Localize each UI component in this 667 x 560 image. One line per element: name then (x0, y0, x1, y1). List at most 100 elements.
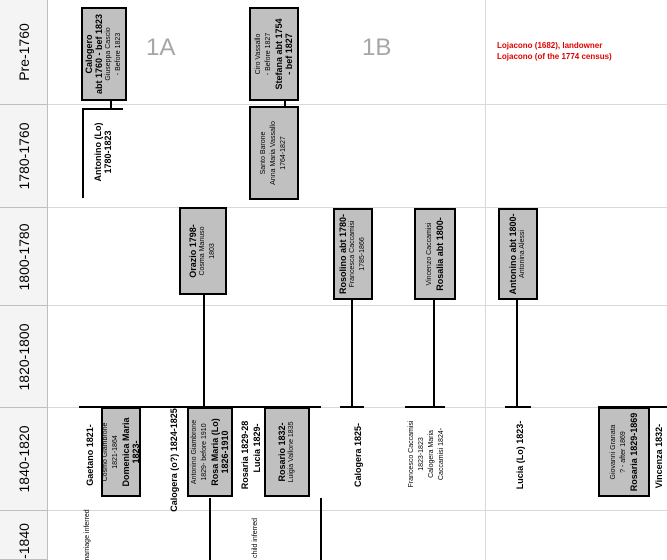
person-box-calogero[interactable]: Calogero abt 1760 - bef 1823 Giuseppa Ca… (81, 7, 127, 101)
person-dates: abt 1760 - bef 1823 (94, 13, 104, 95)
person-label-vincenza[interactable]: Vincenza 1832- (654, 424, 664, 488)
connector-line (433, 298, 435, 406)
person-box-anna-maria[interactable]: Santo Barone Anna Maria Vassallo 1764-18… (249, 106, 299, 200)
row-label: 1780-1760 (16, 122, 32, 190)
row-header: 1820-1800 (0, 306, 48, 408)
person-name: Calogera (o?) 1824-1825 (169, 408, 179, 512)
annotation-marriage-inferred: marriage inferred (83, 509, 93, 560)
person-name: Domenica Maria (121, 417, 131, 487)
person-label-rosaria-1829[interactable]: Rosaria 1829-28 (240, 421, 250, 490)
connector-line (405, 406, 445, 408)
grid-vline (485, 0, 486, 560)
person-box-orazio[interactable]: Orazio 1798- Cosma Manuso 1803 (179, 207, 227, 295)
spouse-name: Giuseppa Cascio (105, 27, 112, 81)
person-name: Rosalia abt 1800- (435, 217, 445, 291)
person-name: Calogera 1825- (353, 422, 363, 488)
person-box-rosario[interactable]: Rosario 1832- Luigia Vallone 1835 (264, 407, 310, 497)
grid-hline (48, 207, 667, 208)
person-label: Vincenzo Caccamisi Rosalia abt 1800- (425, 217, 445, 291)
spouse-name: Antonina Alessi (519, 230, 526, 278)
person-label: Orazio 1798- Cosma Manuso 1803 (188, 224, 218, 278)
section-label-1a: 1A (146, 34, 176, 61)
spouse-name: Francesca Caccamisi (349, 220, 356, 288)
spouse-name: Cosmo Giambrone (102, 422, 109, 482)
row-header: 1780-1760 (0, 105, 48, 208)
spouse-name: Santo Barone (260, 131, 267, 175)
row-label: 1820-1800 (16, 323, 32, 391)
spouse-name: Ciro Vassallo (255, 33, 262, 75)
annotation-child-inferred: child inferred (251, 518, 261, 558)
person-box-rosolino[interactable]: Rosolino abt 1780- Francesca Caccamisi 1… (333, 208, 373, 300)
connector-line (320, 498, 322, 560)
person-label-antonino[interactable]: Antonino (Lo) 1780-1823 (93, 123, 113, 182)
person-name: Lucia (Lo) 1823- (515, 420, 525, 490)
person-name: Gaetano 1821- (85, 424, 95, 486)
note-text: Lojacono (1682), landowner (497, 41, 603, 50)
row-label: -1840 (16, 523, 32, 559)
person-name: Orazio 1798- (188, 224, 198, 278)
spouse-name: Vincenzo Caccamisi (426, 222, 433, 286)
spouse-note: 1803 (209, 243, 216, 259)
spouse-name: Antonino Giambrone (191, 419, 198, 485)
grid-hline (48, 305, 667, 306)
connector-line (110, 100, 112, 110)
connector-line (82, 108, 84, 198)
connector-line (516, 298, 518, 406)
person-name: Anna Maria Vassallo (270, 121, 277, 185)
person-name: Lucia 1829- (252, 423, 262, 473)
person-name: Antonino abt 1800- (508, 213, 518, 295)
person-dates: 1823- (131, 440, 141, 464)
person-line: 1823-1823 (418, 437, 425, 471)
person-box-stefana[interactable]: Ciro Vassallo - Before 1827 Stefana abt … (249, 7, 299, 101)
person-line: Caccamisi 1824- (438, 427, 445, 481)
person-dates: 1764-1827 (280, 136, 287, 170)
row-header: 1800-1780 (0, 208, 48, 306)
person-label: Calogero abt 1760 - bef 1823 Giuseppa Ca… (84, 14, 124, 94)
person-label: Giovanni Granata ? - after 1869 Rosaria … (609, 413, 639, 492)
person-label: Ciro Vassallo - Before 1827 Stefana abt … (254, 18, 294, 89)
spouse-name: Luigia Vallone 1835 (288, 421, 295, 483)
person-name: Calogero (84, 34, 94, 74)
person-name: Vincenza 1832- (654, 423, 664, 489)
connector-line (505, 406, 531, 408)
row-label: 1800-1780 (16, 223, 32, 291)
connector-line (284, 100, 286, 108)
spouse-note: ? - after 1869 (620, 431, 627, 473)
annotation-text: child inferred (252, 517, 259, 559)
person-box-rosalia[interactable]: Vincenzo Caccamisi Rosalia abt 1800- (414, 208, 456, 300)
person-label-gaetano[interactable]: Gaetano 1821- (85, 424, 95, 486)
row-header: -1840 (0, 511, 48, 560)
spouse-note: - Before 1827 (265, 32, 272, 76)
person-name: Rosaria 1829-28 (240, 420, 250, 490)
spouse-note: 1829- before 1910 (201, 423, 208, 481)
spouse-name: Giovanni Granata (610, 424, 617, 480)
annotation-text: marriage inferred (84, 509, 91, 560)
person-label: Cosmo Giambrone 1821-1864 Domenica Maria… (101, 417, 141, 486)
person-label: Rosolino abt 1780- Francesca Caccamisi 1… (338, 214, 368, 294)
person-box-domenica[interactable]: Cosmo Giambrone 1821-1864 Domenica Maria… (101, 407, 141, 497)
person-name: Stefana abt 1754 (274, 18, 284, 90)
row-label: Pre-1760 (16, 23, 32, 81)
connector-line (209, 498, 211, 560)
connector-line (82, 108, 123, 110)
spouse-note: 1821-1864 (112, 435, 119, 469)
person-box-rosa-maria[interactable]: Antonino Giambrone 1829- before 1910 Ros… (187, 407, 233, 497)
person-label-francesco[interactable]: Francesco Caccamisi 1823-1823 Calogera M… (407, 421, 447, 488)
person-name: Rosario 1832- (277, 422, 287, 482)
row-label: 1840-1820 (16, 425, 32, 493)
person-name: Rosa Maria (Lo) (210, 418, 220, 486)
person-box-antonino-1800[interactable]: Antonino abt 1800- Antonina Alessi (498, 208, 538, 300)
person-label-lucia-1823[interactable]: Lucia (Lo) 1823- (515, 421, 525, 490)
connector-line (340, 406, 364, 408)
person-label-calogera-1825[interactable]: Calogera 1825- (353, 423, 363, 487)
person-label-calogera-o[interactable]: Calogera (o?) 1824-1825 (169, 408, 179, 512)
person-label: Antonino abt 1800- Antonina Alessi (508, 213, 528, 294)
person-label-lucia-1829[interactable]: Lucia 1829- (252, 423, 262, 472)
spouse-name: Cosma Manuso (199, 226, 206, 276)
person-label: Santo Barone Anna Maria Vassallo 1764-18… (259, 121, 289, 185)
person-box-rosaria-1829[interactable]: Giovanni Granata ? - after 1869 Rosaria … (598, 407, 650, 497)
spouse-note: - Before 1823 (115, 32, 122, 76)
person-dates: 1780-1823 (103, 130, 113, 174)
row-header: 1840-1820 (0, 408, 48, 511)
section-label-1b: 1B (362, 34, 392, 61)
